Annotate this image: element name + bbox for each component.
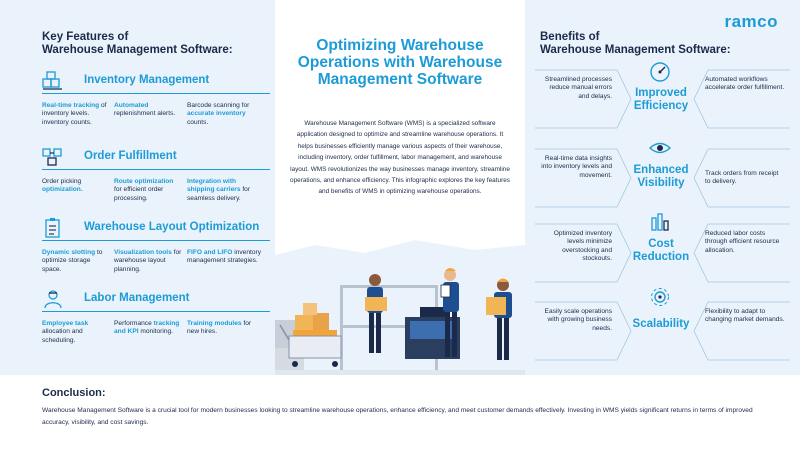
visibility-eye-icon: [648, 142, 672, 154]
feature-point: Order picking optimization.: [42, 178, 83, 194]
benefit-point: Streamlined processes reduce manual erro…: [544, 76, 612, 100]
benefit-scalability: Easily scale operations with growing bus…: [535, 288, 790, 366]
feature-title: Order Fulfillment: [84, 150, 177, 162]
benefit-point: Optimized inventory levels minimize over…: [553, 230, 612, 263]
feature-inventory-management: Inventory Management Real-time tracking …: [42, 70, 270, 142]
feature-point: Route optimization for efficient order p…: [114, 178, 174, 202]
benefits-heading: Benefits of Warehouse Management Softwar…: [540, 31, 731, 56]
benefit-title: Enhanced Visibility: [633, 164, 689, 189]
benefit-title: Scalability: [632, 318, 690, 330]
feature-point: Integration with shipping carriers for s…: [187, 178, 251, 202]
feature-point: Automated replenishment alerts.: [114, 102, 176, 118]
speed-gauge-icon: [650, 62, 670, 82]
scalability-gear-icon: [651, 288, 669, 306]
benefit-point: Flexibility to adapt to changing market …: [705, 308, 785, 324]
benefit-point: Easily scale operations with growing bus…: [544, 308, 612, 332]
benefit-title: Cost Reduction: [632, 238, 690, 263]
benefit-cost-reduction: Optimized inventory levels minimize over…: [535, 213, 790, 288]
infographic-title: Optimizing Warehouse Operations with War…: [297, 37, 503, 88]
feature-warehouse-layout-optimization: Warehouse Layout Optimization Dynamic sl…: [42, 217, 270, 289]
feature-point: Performance tracking and KPI monitoring.: [114, 320, 180, 336]
wms-description: Warehouse Management Software (WMS) is a…: [290, 120, 510, 196]
benefit-improved-efficiency: Streamlined processes reduce manual erro…: [535, 62, 790, 134]
layout-clipboard-icon: [45, 218, 60, 238]
order-fulfillment-icon: [42, 148, 62, 166]
benefit-enhanced-visibility: Real-time data insights into inventory l…: [535, 142, 790, 213]
benefit-connector-lines: [535, 301, 790, 361]
feature-point: Visualization tools for warehouse layout…: [114, 249, 182, 273]
benefit-connector-lines: [535, 69, 790, 129]
cost-coins-icon: [651, 213, 669, 231]
feature-point: Dynamic slotting to optimize storage spa…: [42, 249, 103, 273]
warehouse-workers-illustration: [275, 240, 525, 375]
conclusion-section: Conclusion: Warehouse Management Softwar…: [0, 375, 800, 450]
feature-order-fulfillment: Order Fulfillment Order picking optimiza…: [42, 146, 270, 218]
feature-point: FIFO and LIFO inventory management strat…: [187, 249, 262, 265]
benefit-point: Real-time data insights into inventory l…: [541, 155, 612, 179]
benefit-point: Automated workflows accelerate order ful…: [705, 76, 785, 92]
benefit-connector-lines: [535, 223, 790, 283]
inventory-boxes-icon: [42, 71, 62, 90]
feature-point: Barcode scanning for accurate inventory …: [187, 102, 250, 126]
benefit-point: Reduced labor costs through efficient re…: [705, 230, 780, 254]
benefit-title: Improved Efficiency: [633, 87, 689, 112]
ramco-logo: ramco: [724, 12, 778, 31]
benefit-connector-lines: [535, 148, 790, 208]
conclusion-title: Conclusion:: [42, 387, 106, 399]
benefits-panel: ramco Benefits of Warehouse Management S…: [525, 0, 800, 375]
overview-panel: Optimizing Warehouse Operations with War…: [275, 0, 525, 375]
feature-point: Training modules for new hires.: [187, 320, 252, 336]
feature-labor-management: Labor Management Employee task allocatio…: [42, 288, 270, 360]
feature-title: Labor Management: [84, 292, 190, 304]
conclusion-text: Warehouse Management Software is a cruci…: [42, 407, 753, 426]
feature-title: Warehouse Layout Optimization: [84, 221, 260, 233]
feature-point: Real-time tracking of inventory levels. …: [42, 102, 107, 126]
labor-worker-icon: [44, 290, 62, 309]
key-features-panel: Key Features of Warehouse Management Sof…: [0, 0, 275, 375]
feature-title: Inventory Management: [84, 74, 210, 86]
key-features-heading: Key Features of Warehouse Management Sof…: [42, 31, 233, 56]
benefit-point: Track orders from receipt to delivery.: [705, 170, 779, 186]
feature-point: Employee task allocation and scheduling.: [42, 320, 89, 344]
